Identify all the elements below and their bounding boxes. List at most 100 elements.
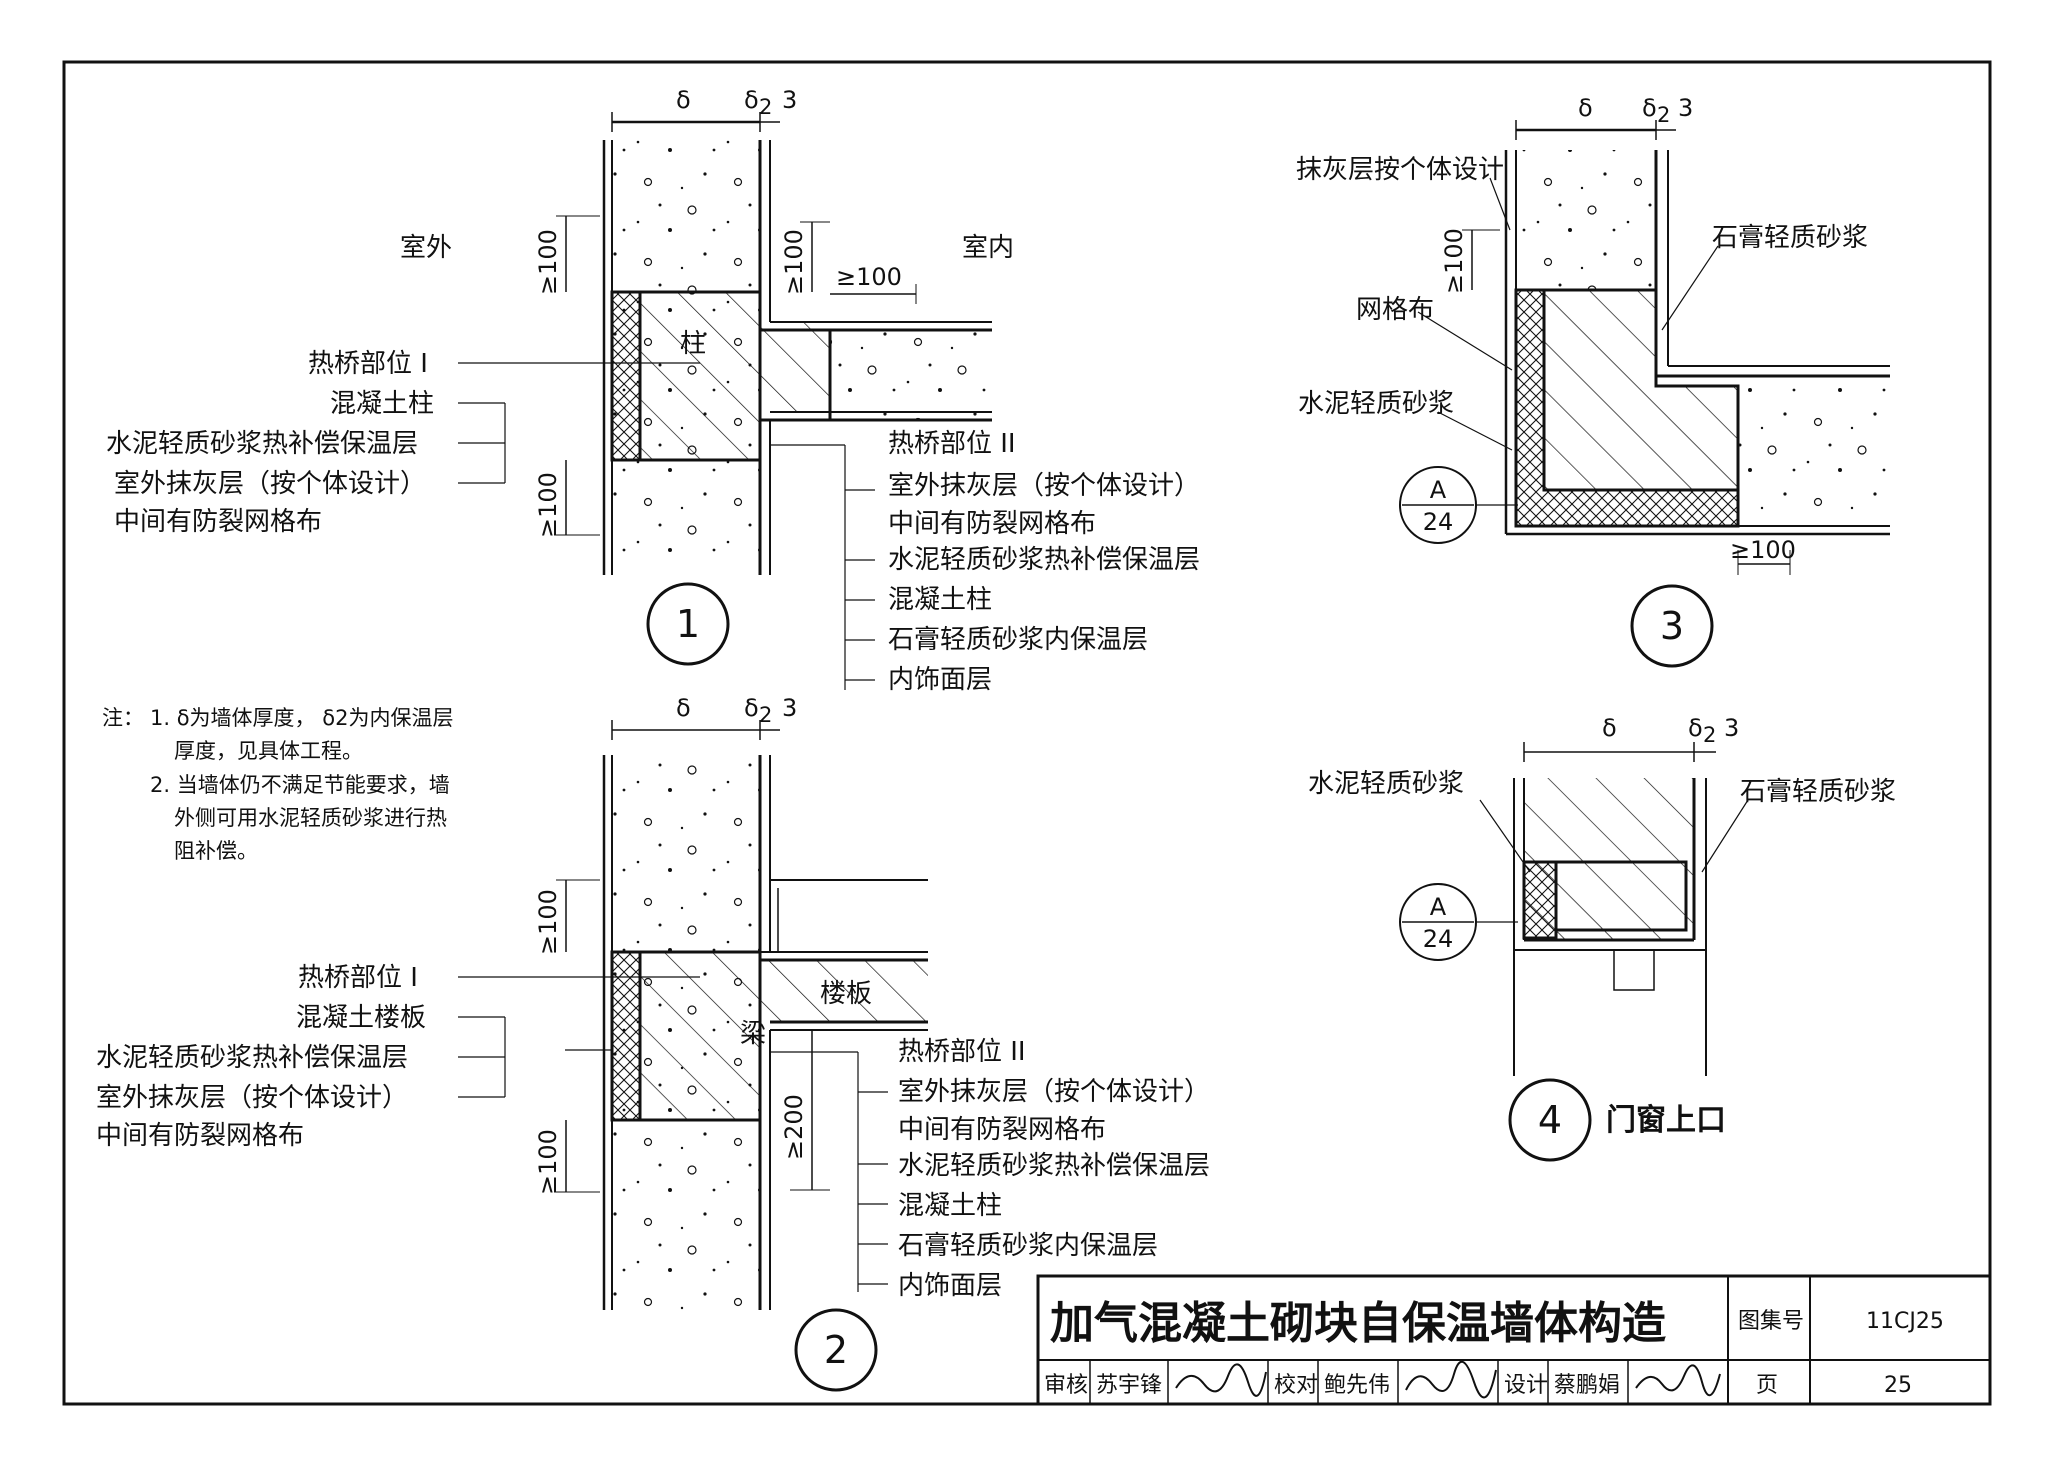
d1-outside-label: 室外	[400, 233, 452, 263]
d2-left-label-1: 热桥部位 I	[298, 963, 418, 993]
d2-right-label-7: 内饰面层	[898, 1271, 1002, 1301]
sheet-title: 加气混凝土砌块自保温墙体构造	[1050, 1298, 1666, 1349]
checker-signature	[1405, 1361, 1497, 1399]
d2-number: 2	[824, 1328, 848, 1372]
d1-right-label-4: 水泥轻质砂浆热补偿保温层	[888, 545, 1200, 575]
d3-dim-sub2: 2	[1657, 103, 1670, 127]
d1-right-label-5: 混凝土柱	[888, 585, 992, 615]
detail-1: δ δ 2 3 柱 ≥100 ≥100 ≥100 ≥100	[106, 86, 1200, 695]
atlas-label: 图集号	[1738, 1309, 1804, 1334]
d2-right-label-4: 水泥轻质砂浆热补偿保温层	[898, 1151, 1210, 1181]
notes: 注： 1. δ为墙体厚度， δ2为内保温层 厚度，见具体工程。 2. 当墙体仍不…	[102, 706, 453, 863]
detail-4: δ δ 2 3 水泥轻质砂浆 石膏轻质砂浆 A 24 4 门窗上口	[1308, 714, 1896, 1162]
d1-dim-100a: ≥100	[534, 229, 562, 295]
reviewer-name: 苏宇锋	[1096, 1373, 1162, 1398]
d1-column-label: 柱	[680, 329, 706, 359]
d1-right-label-2: 室外抹灰层（按个体设计）	[888, 471, 1200, 501]
sheet-frame	[62, 60, 1992, 1406]
d2-dim-sub2: 2	[759, 703, 772, 727]
d2-right-label-1: 热桥部位 II	[898, 1037, 1026, 1067]
d2-right-label-2: 室外抹灰层（按个体设计）	[898, 1077, 1210, 1107]
d1-left-label-2: 混凝土柱	[330, 389, 434, 419]
d3-ref-bottom: 24	[1423, 508, 1454, 536]
d4-number: 4	[1538, 1098, 1562, 1142]
d3-ref-circle	[1399, 466, 1477, 544]
d1-number: 1	[676, 602, 700, 646]
review-label: 审核	[1044, 1373, 1088, 1398]
d4-ref-bottom: 24	[1423, 925, 1454, 953]
d3-label-mesh: 网格布	[1356, 295, 1434, 325]
d2-slab-label: 楼板	[820, 979, 872, 1009]
d4-dim-delta2: δ	[1688, 714, 1703, 742]
d2-dim-100a: ≥100	[534, 889, 562, 955]
d2-left-label-2: 混凝土楼板	[296, 1003, 426, 1033]
d1-dim-100d: ≥100	[836, 263, 902, 291]
d3-dim-delta2: δ	[1642, 94, 1657, 122]
d4-caption: 门窗上口	[1606, 1103, 1726, 1138]
design-label: 设计	[1504, 1373, 1548, 1398]
d1-dim-100c: ≥100	[780, 229, 808, 295]
d4-dim-sub2: 2	[1703, 723, 1716, 747]
title-block: 加气混凝土砌块自保温墙体构造 图集号 11CJ25 页 25 审核 苏宇锋 校对…	[1036, 1274, 1992, 1406]
notes-prefix: 注：	[102, 706, 144, 730]
d1-number-circle	[646, 582, 730, 666]
d1-left-label-1: 热桥部位 I	[308, 349, 428, 379]
check-label: 校对	[1274, 1373, 1318, 1398]
designer-name: 蔡鹏娟	[1554, 1373, 1620, 1398]
d4-ref-circle	[1399, 883, 1477, 961]
d3-number: 3	[1660, 604, 1684, 648]
d3-label-cement-mortar: 水泥轻质砂浆	[1298, 389, 1454, 419]
d1-right-label-7: 内饰面层	[888, 665, 992, 695]
d2-number-circle	[794, 1308, 878, 1392]
reviewer-signature	[1175, 1363, 1267, 1397]
d3-label-plaster: 抹灰层按个体设计	[1296, 155, 1504, 185]
atlas-number: 11CJ25	[1866, 1309, 1944, 1334]
d4-dim-3: 3	[1724, 714, 1739, 742]
d2-dim-100b: ≥100	[534, 1129, 562, 1195]
page-label: 页	[1756, 1373, 1778, 1398]
d1-dim-3: 3	[782, 86, 797, 114]
notes-line-3: 2. 当墙体仍不满足节能要求，墙	[150, 773, 450, 797]
d3-number-circle	[1630, 584, 1714, 668]
d2-beam-label: 梁	[740, 1019, 766, 1049]
d1-inside-label: 室内	[962, 233, 1014, 263]
d2-left-label-3: 水泥轻质砂浆热补偿保温层	[96, 1043, 408, 1073]
checker-name: 鲍先伟	[1324, 1373, 1390, 1398]
d2-left-label-5: 中间有防裂网格布	[96, 1121, 304, 1151]
page-number: 25	[1884, 1373, 1912, 1398]
notes-line-2: 厚度，见具体工程。	[174, 739, 363, 763]
d4-label-cement-mortar: 水泥轻质砂浆	[1308, 769, 1464, 799]
d1-right-label-3: 中间有防裂网格布	[888, 509, 1096, 539]
d1-dim-100b: ≥100	[534, 472, 562, 538]
d3-ref-top: A	[1430, 476, 1447, 504]
d2-dim-200: ≥200	[780, 1094, 808, 1160]
d2-right-label-6: 石膏轻质砂浆内保温层	[898, 1231, 1158, 1261]
d4-ref-top: A	[1430, 893, 1447, 921]
d2-left-label-4: 室外抹灰层（按个体设计）	[96, 1083, 408, 1113]
d1-left-label-4: 室外抹灰层（按个体设计）	[114, 469, 426, 499]
d2-right-label-3: 中间有防裂网格布	[898, 1115, 1106, 1145]
detail-2: δ δ 2 3 梁 楼板 ≥100 ≥100 ≥200	[96, 694, 1210, 1392]
d1-dim-delta2: δ	[744, 86, 759, 114]
notes-line-5: 阻补偿。	[174, 839, 258, 863]
d3-dim-100b: ≥100	[1730, 536, 1796, 564]
d4-label-gypsum-mortar: 石膏轻质砂浆	[1740, 777, 1896, 807]
d3-label-gypsum-mortar: 石膏轻质砂浆	[1712, 223, 1868, 253]
d1-dim-delta: δ	[676, 86, 691, 114]
d1-dim-sub2: 2	[759, 95, 772, 119]
d4-number-circle	[1508, 1078, 1592, 1162]
d3-dim-delta: δ	[1578, 94, 1593, 122]
notes-line-4: 外侧可用水泥轻质砂浆进行热	[174, 806, 447, 830]
d3-dim-3: 3	[1678, 94, 1693, 122]
d3-dim-100a: ≥100	[1440, 228, 1468, 294]
d2-dim-delta2: δ	[744, 694, 759, 722]
d4-dim-delta: δ	[1602, 714, 1617, 742]
d2-dim-delta: δ	[676, 694, 691, 722]
detail-3: δ δ 2 3 ≥100 ≥100 抹灰层按个体设计 网格布	[1296, 94, 1890, 668]
designer-signature	[1635, 1364, 1721, 1396]
d2-right-label-5: 混凝土柱	[898, 1191, 1002, 1221]
d1-left-label-3: 水泥轻质砂浆热补偿保温层	[106, 429, 418, 459]
d1-right-label-6: 石膏轻质砂浆内保温层	[888, 625, 1148, 655]
d2-dim-3: 3	[782, 694, 797, 722]
